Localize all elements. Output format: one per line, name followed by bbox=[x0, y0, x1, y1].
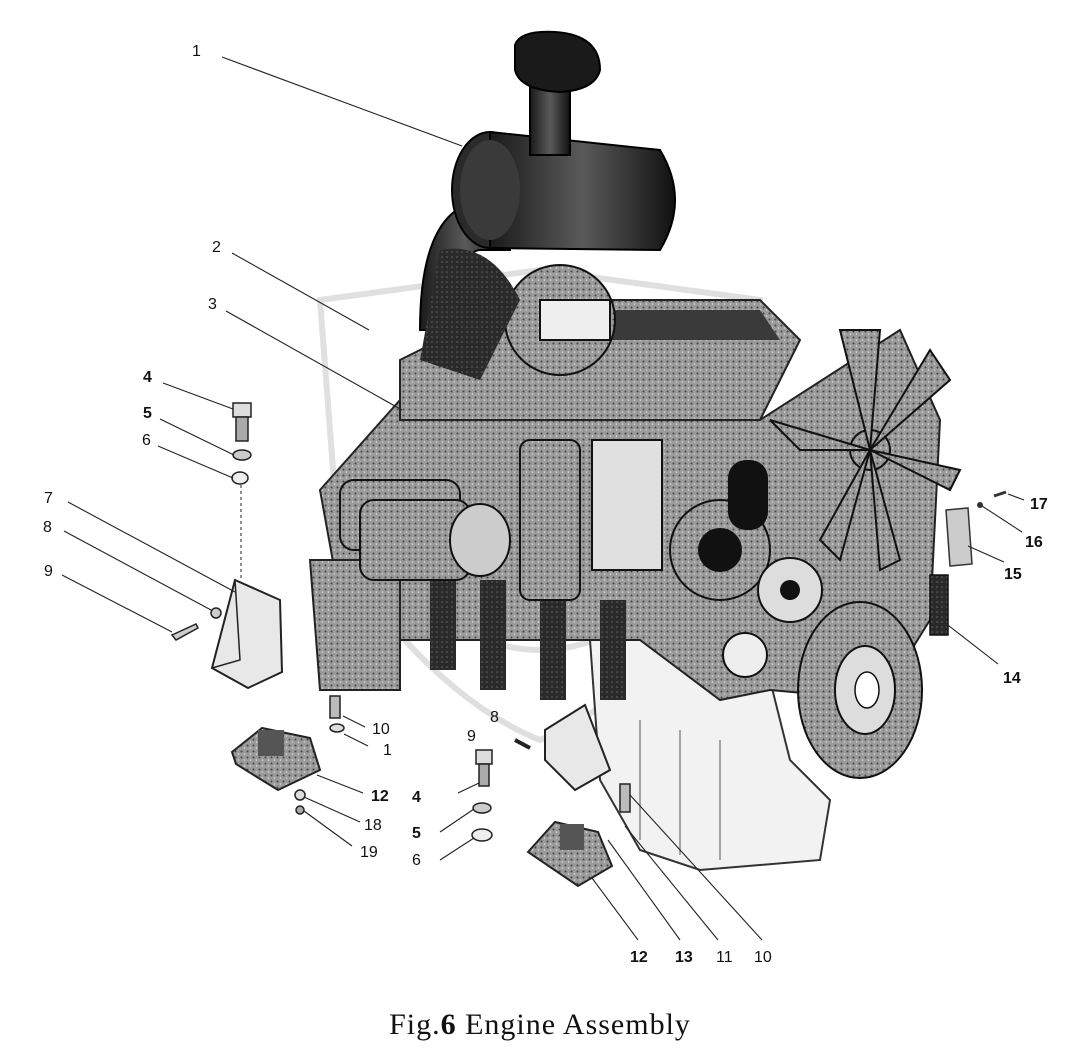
callout-12-left: 12 bbox=[371, 788, 389, 805]
callout-11: 11 bbox=[716, 949, 733, 966]
leader-lines bbox=[61, 56, 1025, 941]
callout-13: 13 bbox=[675, 949, 693, 966]
callout-10-left: 10 bbox=[372, 721, 390, 738]
callout-16: 16 bbox=[1025, 534, 1043, 551]
callout-5-left: 5 bbox=[143, 405, 152, 422]
callout-4-right: 4 bbox=[412, 789, 421, 806]
caption-title: Engine Assembly bbox=[465, 1008, 691, 1041]
callout-9-right: 9 bbox=[467, 728, 476, 745]
callout-10-right: 10 bbox=[754, 949, 772, 966]
mounting-hardware bbox=[170, 402, 631, 888]
callout-1-lower: 1 bbox=[383, 742, 392, 759]
callout-15: 15 bbox=[1004, 566, 1022, 583]
callout-19: 19 bbox=[360, 844, 378, 861]
callout-18: 18 bbox=[364, 817, 382, 834]
callout-3: 3 bbox=[208, 296, 217, 313]
callout-8-right: 8 bbox=[490, 709, 499, 726]
callout-2: 2 bbox=[212, 239, 221, 256]
callout-5-right: 5 bbox=[412, 825, 421, 842]
callout-1: 1 bbox=[192, 43, 201, 60]
callout-12-right: 12 bbox=[630, 949, 648, 966]
callout-14: 14 bbox=[1003, 670, 1021, 687]
callout-4-left: 4 bbox=[143, 369, 152, 386]
caption-prefix: Fig. bbox=[389, 1008, 441, 1041]
callout-7: 7 bbox=[44, 490, 53, 507]
fan bbox=[769, 329, 962, 572]
callout-17: 17 bbox=[1030, 496, 1048, 513]
callout-6-right: 6 bbox=[412, 852, 421, 869]
callout-8-left: 8 bbox=[43, 519, 52, 536]
air-cleaner bbox=[451, 30, 676, 252]
callout-labels: 1 2 3 4 5 6 7 8 9 10 1 12 18 19 8 9 4 5 … bbox=[43, 43, 1048, 966]
callout-6-left: 6 bbox=[142, 432, 151, 449]
engine-illustration bbox=[308, 30, 1007, 872]
callout-9-left: 9 bbox=[44, 563, 53, 580]
figure-caption: Fig.6 Engine Assembly bbox=[0, 1008, 1080, 1042]
caption-number: 6 bbox=[440, 1008, 457, 1041]
